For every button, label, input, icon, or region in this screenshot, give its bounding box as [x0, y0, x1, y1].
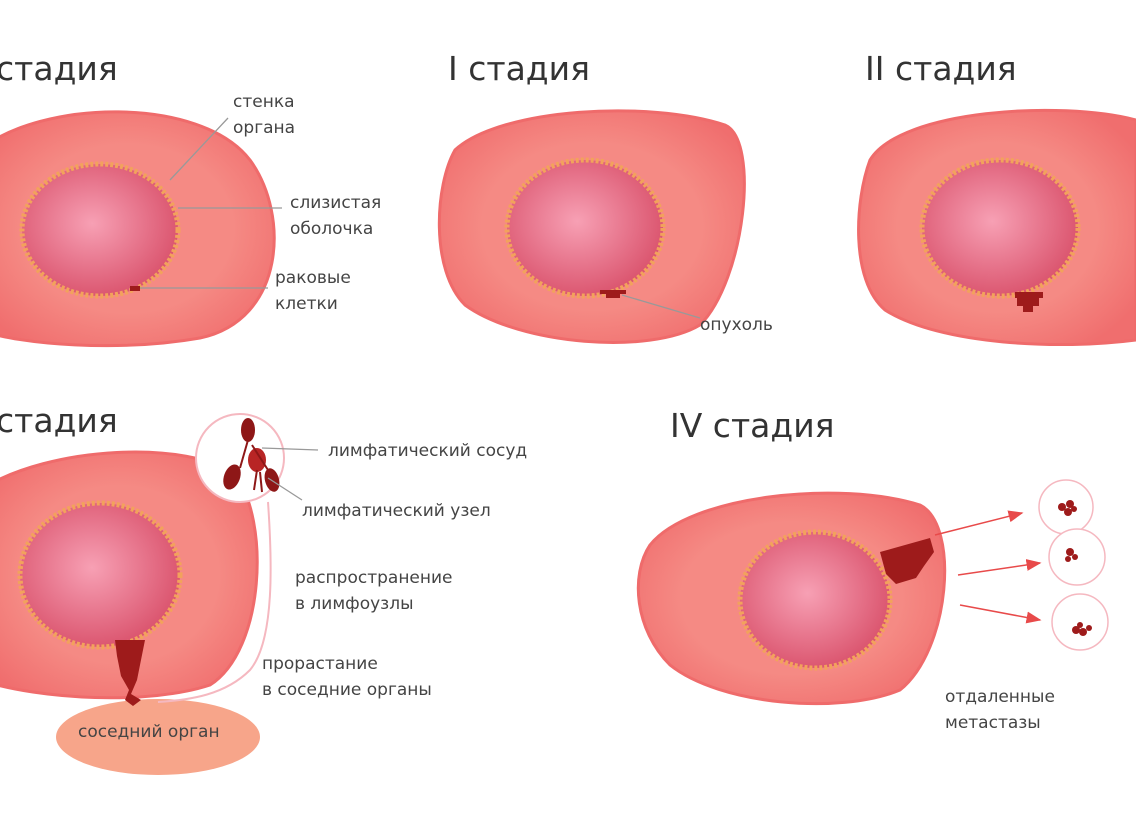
- label-mucosa-2: оболочка: [290, 219, 373, 239]
- label-lymph-node: лимфатический узел: [302, 501, 491, 521]
- stage-0-panel: стадия стенка органа слизистая оболочка ра…: [0, 49, 381, 348]
- neighbor-organ: [56, 699, 260, 775]
- tumor-invasion: [115, 640, 145, 706]
- tumor: [880, 538, 934, 584]
- stage-3-title: стадия: [0, 401, 118, 440]
- label-neighbor-organ: соседний орган: [78, 722, 220, 742]
- label-metastases-2: метастазы: [945, 713, 1041, 733]
- stage-1-panel: I стадия опухоль: [437, 49, 773, 344]
- label-cancer-cells-2: клетки: [275, 294, 338, 314]
- metastasis-arrows: [934, 510, 1042, 624]
- metastasis-cells: [1058, 500, 1092, 636]
- label-invasion-1: прорастание: [262, 654, 378, 674]
- lumen: [504, 157, 666, 299]
- lumen: [19, 161, 181, 299]
- label-metastases-1: отдаленные: [945, 687, 1055, 707]
- stage-2-panel: II стадия: [857, 49, 1136, 347]
- lumen: [919, 157, 1081, 299]
- stage-3-panel: стадия соседний орган лимфатический сосу…: [0, 401, 527, 775]
- label-lymph-spread-1: распространение: [295, 568, 453, 588]
- label-cancer-cells-1: раковые: [275, 268, 351, 288]
- label-organ-wall-1: стенка: [233, 92, 295, 112]
- label-tumor: опухоль: [700, 315, 773, 335]
- stage-2-title: II стадия: [865, 49, 1017, 88]
- lumen: [17, 500, 183, 650]
- lymph-node-inset: [195, 413, 285, 503]
- tumor: [600, 290, 626, 298]
- tumor: [1015, 292, 1043, 312]
- label-mucosa-1: слизистая: [290, 193, 381, 213]
- label-invasion-2: в соседние органы: [262, 680, 432, 700]
- stage-1-title: I стадия: [448, 49, 590, 88]
- label-organ-wall-2: органа: [233, 118, 295, 138]
- stage-4-panel: IV стадия отдаленные метастазы: [636, 406, 1109, 733]
- stage-0-title: стадия: [0, 49, 118, 88]
- stage-4-title: IV стадия: [670, 406, 835, 445]
- cancer-cells: [130, 286, 140, 291]
- label-lymph-spread-2: в лимфоузлы: [295, 594, 414, 614]
- lumen: [737, 529, 893, 671]
- label-lymph-vessel: лимфатический сосуд: [328, 441, 527, 461]
